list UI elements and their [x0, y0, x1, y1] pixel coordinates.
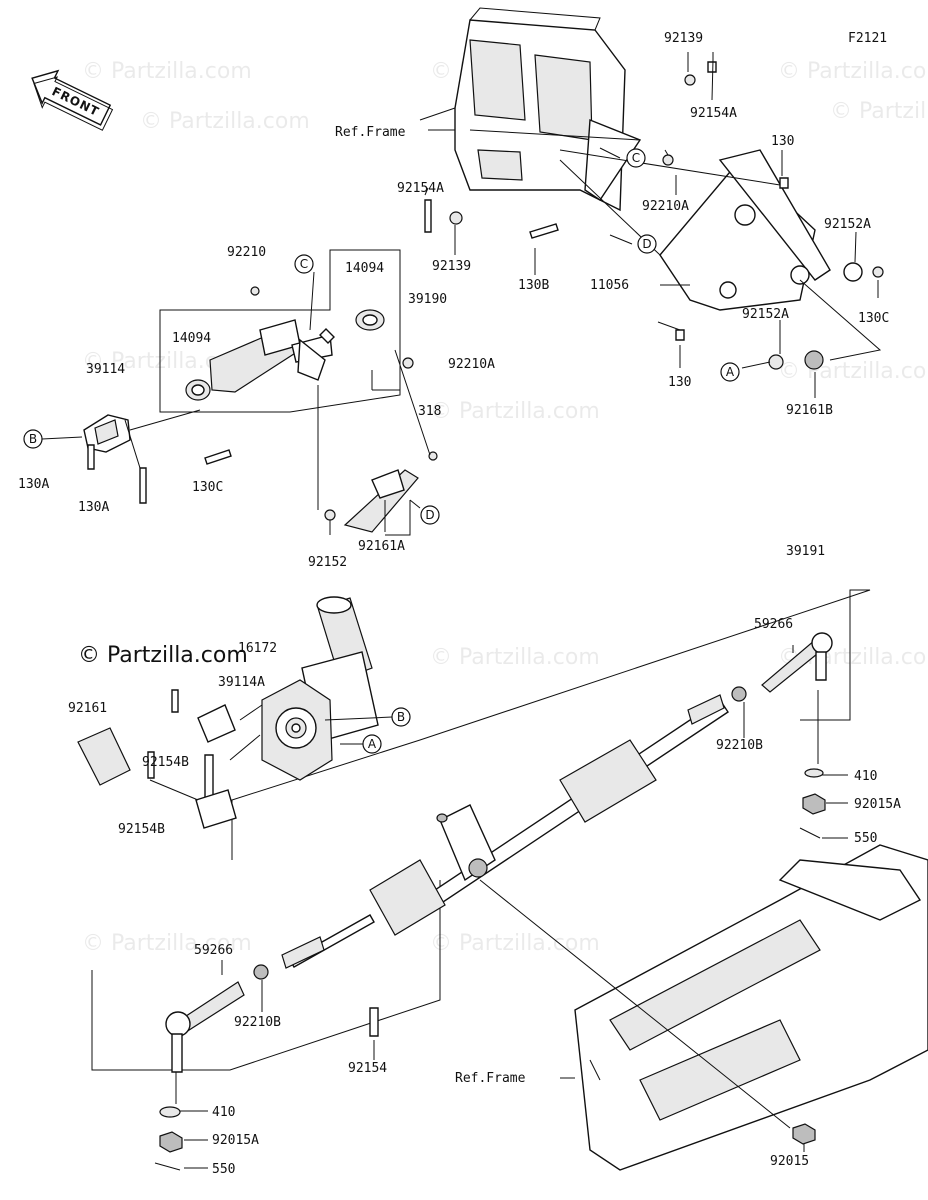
part-number: 14094	[172, 331, 211, 346]
part-number: 39191	[786, 544, 825, 559]
part-number: 16172	[238, 641, 277, 656]
callout-d-upper: D	[637, 234, 657, 254]
part-number: 92154B	[142, 755, 189, 770]
svg-text:D: D	[425, 508, 434, 522]
watermark: © Partzilla.com	[778, 59, 928, 84]
part-number: 59266	[754, 617, 793, 632]
watermark: © Partzilla.com	[430, 931, 600, 956]
svg-text:A: A	[726, 365, 735, 379]
part-number: 92152	[308, 555, 347, 570]
watermark: © Partzilla.com	[430, 645, 600, 670]
part-number: 130C	[192, 480, 223, 495]
part-number: 130	[771, 134, 794, 149]
callout-c-left: C	[294, 254, 314, 274]
part-number: 130A	[18, 477, 49, 492]
steering-column-assembly	[159, 249, 438, 465]
part-number: 92139	[432, 259, 471, 274]
part-number: 92210A	[448, 357, 495, 372]
svg-text:C: C	[632, 151, 640, 165]
part-number: 318	[418, 404, 441, 419]
universal-joint-39114	[83, 409, 201, 504]
part-number: 92015A	[854, 797, 901, 812]
watermark: © Partzilla.com	[830, 99, 928, 124]
part-number: 39114A	[218, 675, 265, 690]
part-number: 11056	[590, 278, 629, 293]
part-number: 92015	[770, 1154, 809, 1169]
lower-frame	[479, 844, 928, 1171]
part-number: 92210B	[234, 1015, 281, 1030]
watermark-main: © Partzilla.com	[78, 643, 248, 668]
callout-a-lower: A	[362, 734, 382, 754]
ref-frame-upper: Ref.Frame	[335, 125, 406, 140]
svg-text:B: B	[397, 710, 405, 724]
part-number: 59266	[194, 943, 233, 958]
callout-c-upper: C	[626, 148, 646, 168]
part-number: 92015A	[212, 1133, 259, 1148]
part-number: 92154A	[397, 181, 444, 196]
part-number: 92161	[68, 701, 107, 716]
part-number: 92154A	[690, 106, 737, 121]
steering-rack-assembly	[91, 589, 871, 1071]
upper-leader-lines	[424, 52, 882, 398]
callout-d-left: D	[420, 505, 440, 525]
upper-frame-bracket	[419, 7, 831, 311]
figure-code: F2121	[848, 31, 887, 46]
watermark: © Partzilla.com	[82, 59, 252, 84]
callout-b-left: B	[23, 429, 43, 449]
part-number: 410	[212, 1105, 235, 1120]
intermediate-shaft-39114A	[77, 689, 263, 829]
svg-text:C: C	[300, 257, 308, 271]
part-number: 92154B	[118, 822, 165, 837]
part-number: 92152A	[742, 307, 789, 322]
watermark: © Partzilla.com	[430, 399, 600, 424]
part-number: 92210B	[716, 738, 763, 753]
watermark: © Partzilla.com	[82, 931, 252, 956]
part-number: 130C	[858, 311, 889, 326]
tie-rod-end-right	[731, 632, 848, 839]
callout-a-upper: A	[720, 362, 740, 382]
bracket-92161A	[317, 385, 419, 536]
part-number: 130B	[518, 278, 549, 293]
part-number: 39114	[86, 362, 125, 377]
ref-frame-lower: Ref.Frame	[455, 1071, 526, 1086]
part-number: 14094	[345, 261, 384, 276]
part-number: 130A	[78, 500, 109, 515]
watermark: © Partzilla.com	[778, 359, 928, 384]
svg-text:A: A	[368, 737, 377, 751]
part-number: 92210	[227, 245, 266, 260]
part-number: 92161B	[786, 403, 833, 418]
svg-text:B: B	[29, 432, 37, 446]
part-number: 92139	[664, 31, 703, 46]
part-number: 92210A	[642, 199, 689, 214]
part-number: 550	[212, 1162, 235, 1177]
part-number: 410	[854, 769, 877, 784]
part-number: 92152A	[824, 217, 871, 232]
part-number: 92161A	[358, 539, 405, 554]
callout-b-lower: B	[391, 707, 411, 727]
svg-text:D: D	[642, 237, 651, 251]
part-labels: 92139 92154A 130 92152A 130C 92210A 9215…	[18, 31, 901, 1177]
bolt-92154	[369, 1007, 379, 1060]
watermark: © Partzilla.com	[140, 109, 310, 134]
tie-rod-end-left	[154, 960, 269, 1171]
part-number: 39190	[408, 292, 447, 307]
part-number: 130	[668, 375, 691, 390]
part-number: 550	[854, 831, 877, 846]
part-number: 92154	[348, 1061, 387, 1076]
